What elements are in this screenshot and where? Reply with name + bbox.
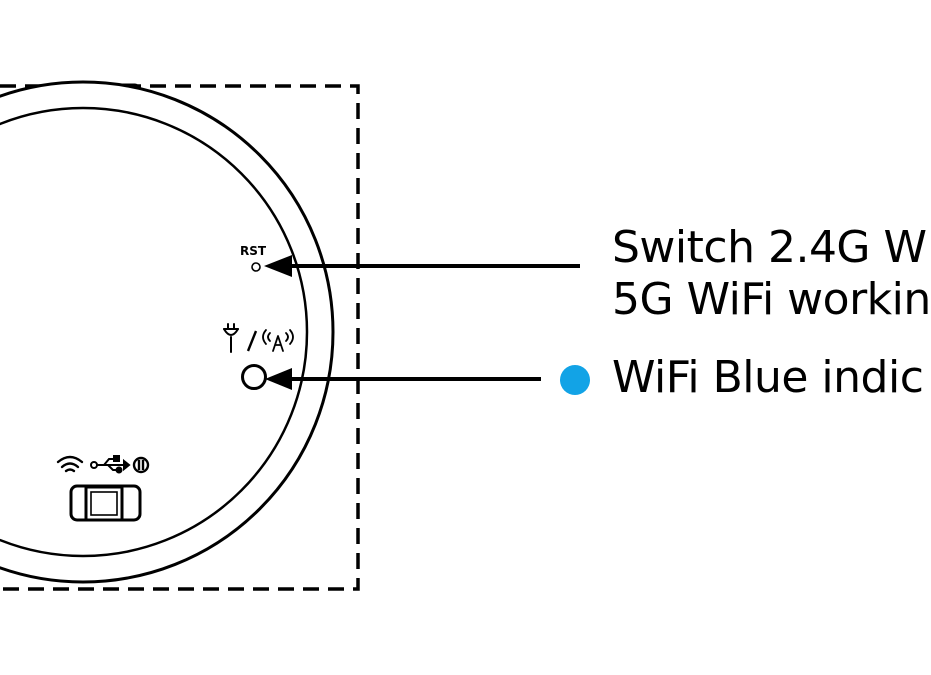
- dashed-outline: [0, 84, 360, 591]
- usb-icon: [90, 455, 131, 474]
- switch-knob-inner: [90, 491, 118, 516]
- mode-slide-switch[interactable]: [69, 484, 142, 522]
- power-circle-icon: [132, 456, 150, 474]
- wifi-icon: [56, 455, 84, 473]
- led-button[interactable]: [241, 364, 267, 390]
- power-plug-icon: [223, 323, 239, 353]
- icon-separator: [246, 330, 258, 352]
- device-inner-ring: [0, 106, 309, 558]
- reset-pinhole[interactable]: [251, 262, 261, 272]
- led-blue-dot: [560, 365, 590, 395]
- antenna-icon: [262, 329, 294, 352]
- rst-callout-arrow: [264, 255, 580, 277]
- rst-label: RST: [240, 244, 267, 258]
- callout-rst-text-line1: Switch 2.4G W: [612, 222, 927, 273]
- callout-rst-text-line2: 5G WiFi workin: [612, 274, 931, 325]
- device-diagram: RST: [0, 80, 590, 591]
- led-callout-arrow: [265, 368, 541, 390]
- callout-led-text: WiFi Blue indic: [612, 352, 924, 403]
